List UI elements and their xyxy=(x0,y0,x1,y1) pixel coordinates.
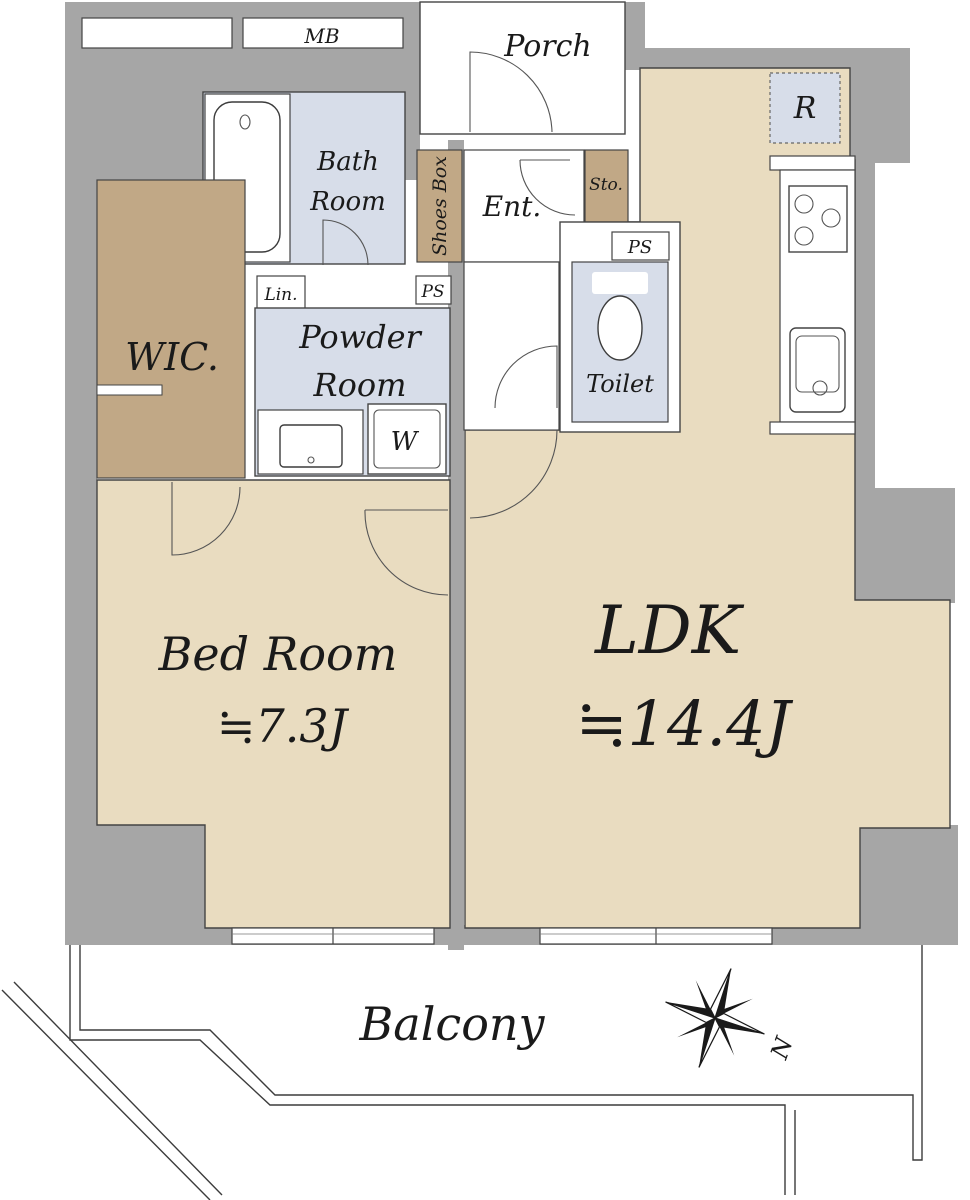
linen-label: Lin. xyxy=(263,285,297,305)
balcony: Balcony xyxy=(1,945,923,1200)
windows xyxy=(231,927,773,945)
kitchen-counter xyxy=(769,155,856,435)
meter-box: MB xyxy=(81,17,404,49)
porch-area: Porch xyxy=(419,1,626,135)
walk-in-closet: WIC. xyxy=(96,179,246,479)
compass-icon xyxy=(665,968,765,1068)
bed-room-size: ≒7.3J xyxy=(217,699,350,753)
storage-label: Sto. xyxy=(589,175,623,195)
bath-room-label-1: Bath xyxy=(316,147,379,177)
storage: Sto. xyxy=(584,149,629,223)
powder-room: Powder Room W xyxy=(254,307,451,477)
bed-room-label: Bed Room xyxy=(158,627,398,681)
shoes-box: Shoes Box xyxy=(416,149,463,263)
bath-room-label-2: Room xyxy=(309,187,386,217)
bed-room: Bed Room ≒7.3J xyxy=(96,479,451,929)
toilet-ps-label: PS xyxy=(627,237,652,258)
north-label: N xyxy=(765,1032,799,1063)
entrance-label: Ent. xyxy=(482,190,542,223)
wic-label: WIC. xyxy=(125,335,219,379)
mb-label: MB xyxy=(303,24,339,48)
powder-ps: PS xyxy=(415,275,452,305)
toilet-room: PS Toilet xyxy=(469,221,681,519)
washer-label: W xyxy=(391,427,420,457)
refrigerator-label: R xyxy=(793,91,817,126)
refrigerator: R xyxy=(769,72,841,144)
balcony-label: Balcony xyxy=(358,997,545,1051)
toilet-label: Toilet xyxy=(586,370,654,398)
shoes-box-label: Shoes Box xyxy=(429,156,451,256)
powder-ps-label: PS xyxy=(420,282,444,302)
linen-closet: Lin. xyxy=(256,275,306,311)
powder-room-label-2: Room xyxy=(313,366,407,404)
ldk-label: LDK xyxy=(594,592,745,669)
powder-room-label-1: Powder xyxy=(298,318,422,356)
ldk-size: ≒14.4J xyxy=(576,687,794,760)
porch-label: Porch xyxy=(503,29,592,64)
